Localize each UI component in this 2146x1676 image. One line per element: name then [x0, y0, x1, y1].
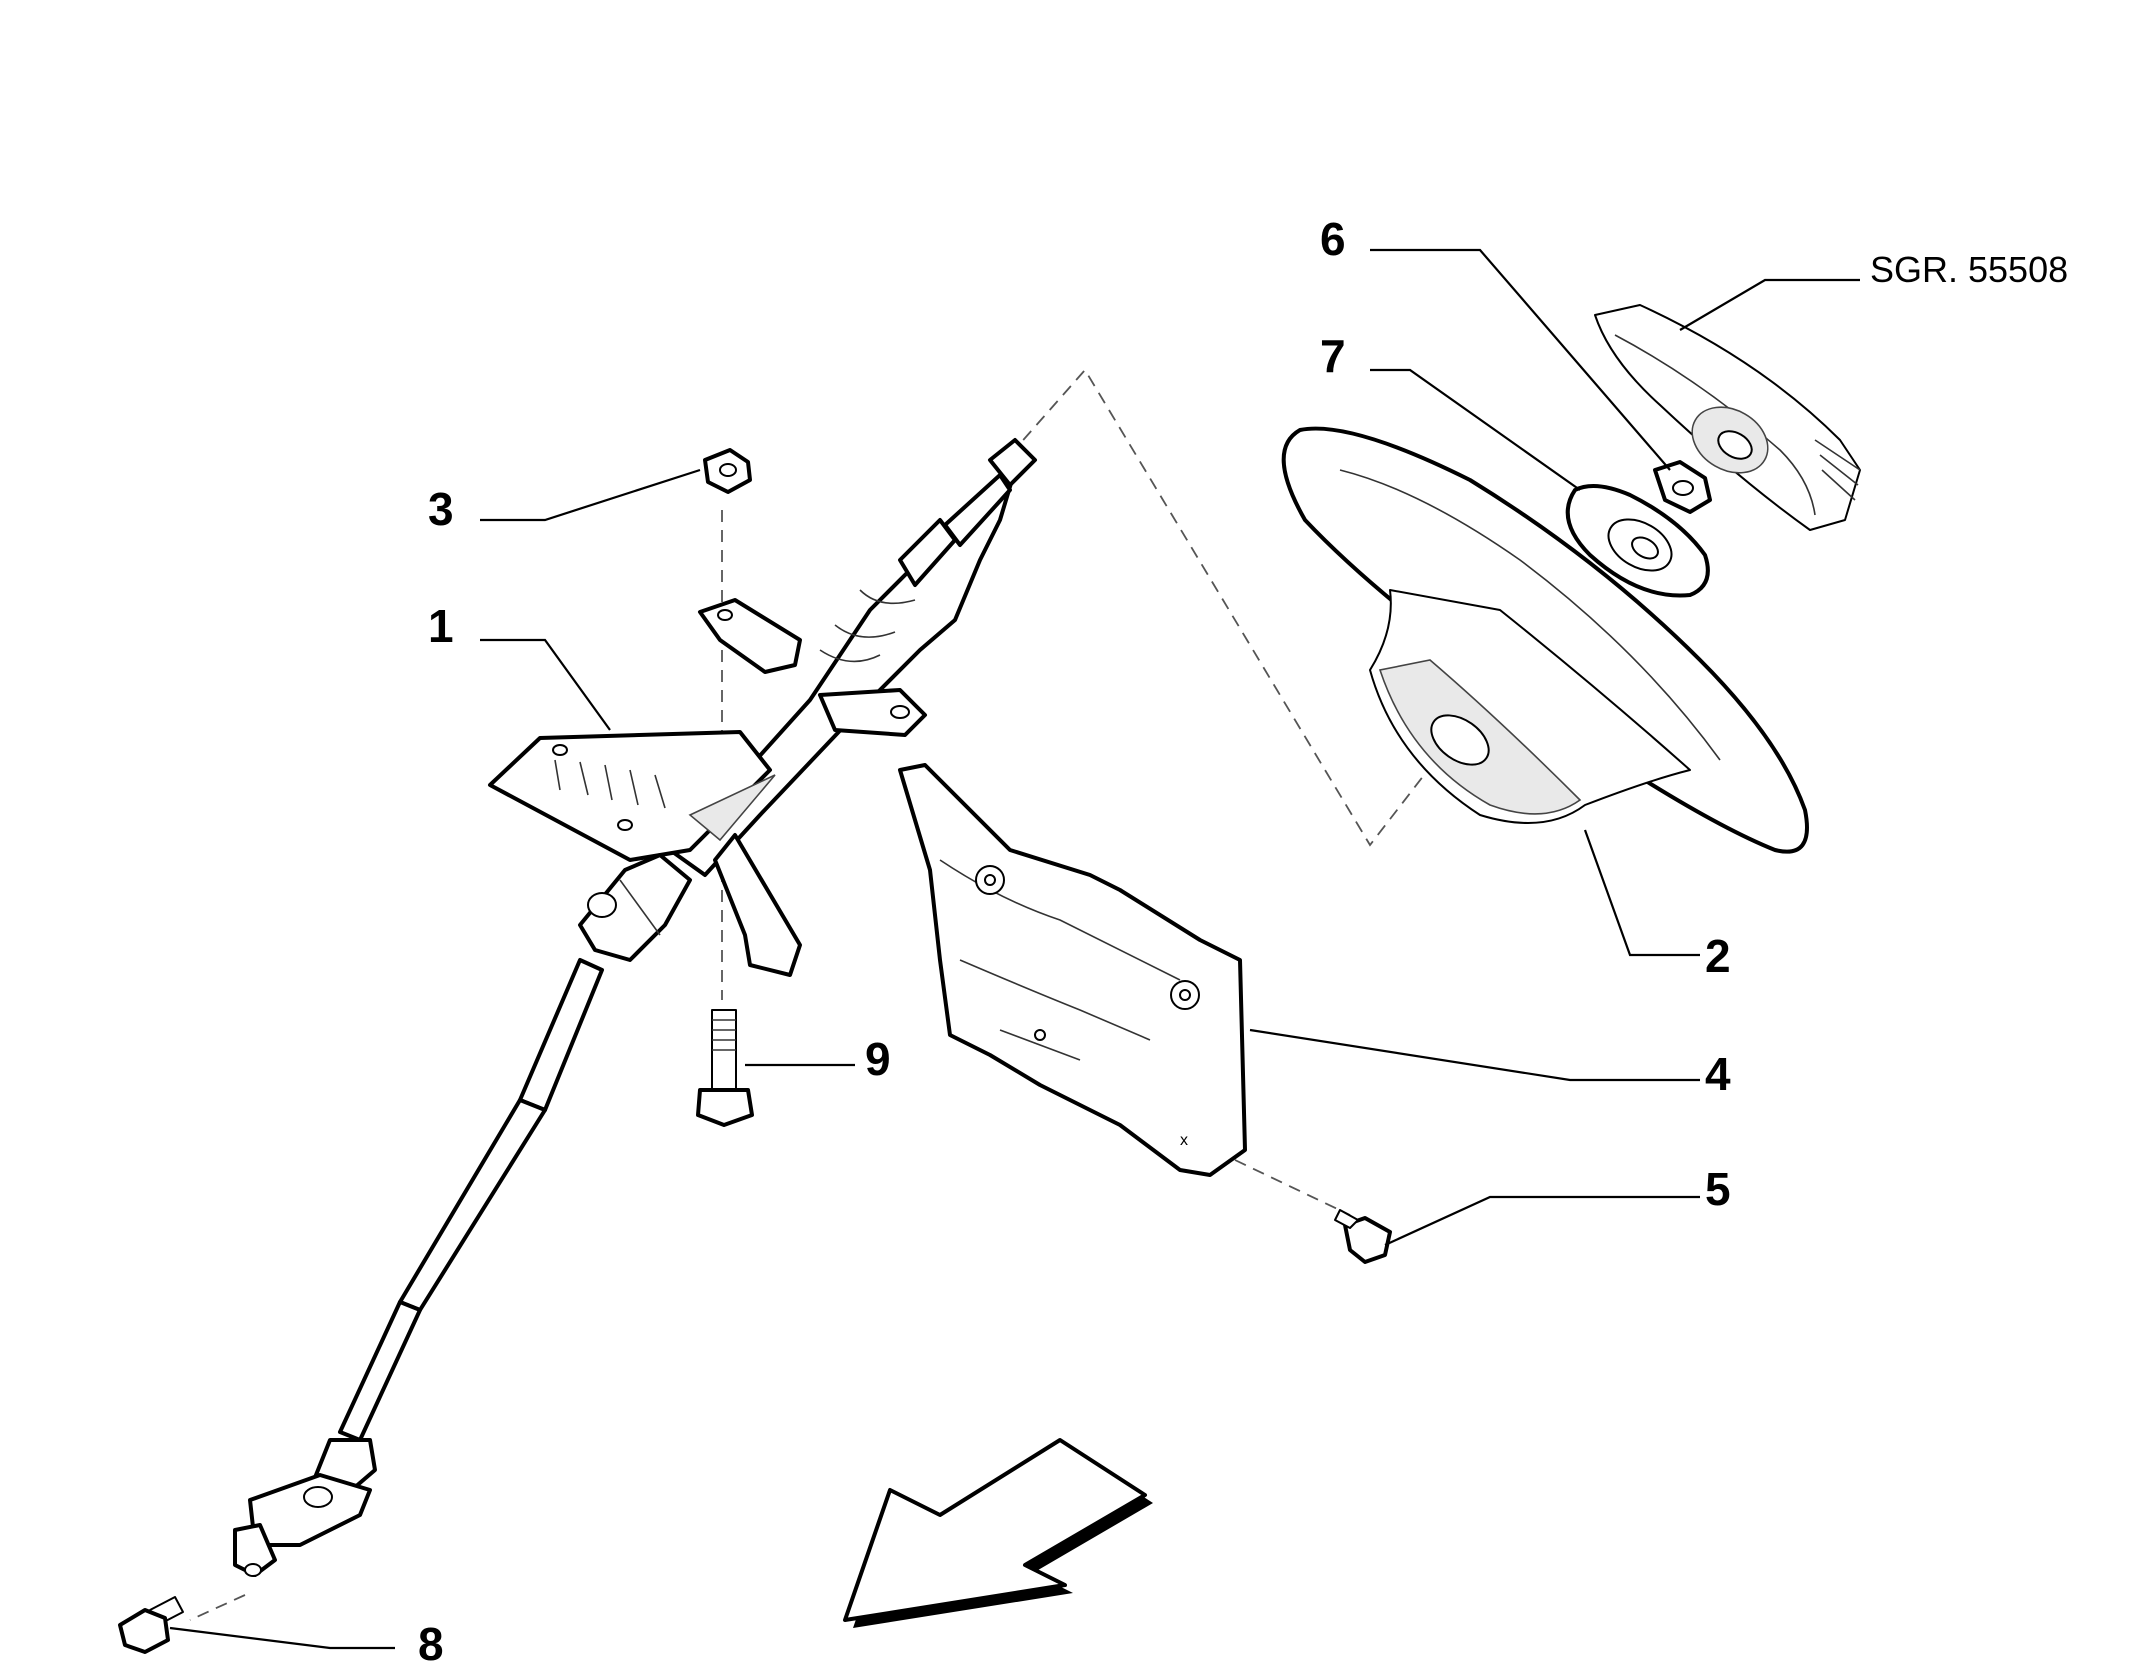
callout-1: 1: [428, 600, 454, 652]
nut-part-3: [703, 448, 752, 494]
reference-code: SGR. 55508: [1870, 249, 2068, 290]
callout-5: 5: [1705, 1163, 1731, 1215]
callout-4: 4: [1705, 1048, 1731, 1100]
front-direction-arrow-icon: [843, 1438, 1153, 1628]
bolt-part-8: [118, 1596, 184, 1654]
nut-part-6: [1653, 460, 1712, 514]
callout-8: 8: [418, 1618, 444, 1670]
assembly-guide-lines: [189, 368, 1456, 1621]
shroud-panel-part-4: x: [898, 763, 1247, 1177]
steering-wheel-part-2: [1281, 426, 1809, 854]
callout-2: 2: [1705, 930, 1731, 982]
leader-lines: [169, 248, 1860, 1650]
steering-column-part-1: [488, 438, 1037, 977]
intermediate-shaft: [233, 853, 692, 1577]
horn-pad-assembly: [1594, 304, 1861, 531]
callout-3: 3: [428, 483, 454, 535]
callout-9: 9: [865, 1033, 891, 1085]
callout-7: 7: [1320, 330, 1346, 382]
screw-part-5: [1334, 1209, 1392, 1264]
bolt-part-9: [696, 1009, 754, 1127]
callout-labels: 1 2 3 4 5 6 7 8 9 SGR. 55508: [418, 213, 2068, 1670]
washer-part-7: [1565, 484, 1710, 598]
panel-mark: x: [1180, 1132, 1188, 1149]
callout-6: 6: [1320, 213, 1346, 265]
